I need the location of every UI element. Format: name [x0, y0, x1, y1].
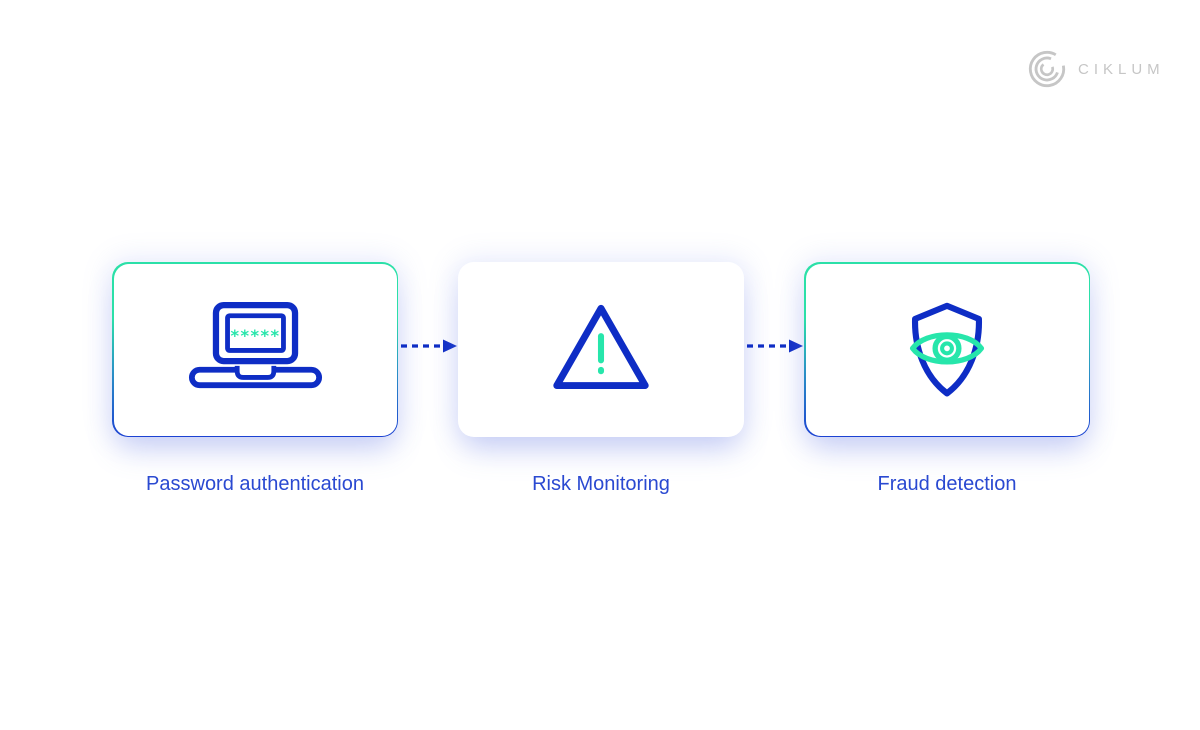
step-label-fraud-detection: Fraud detection: [877, 473, 1017, 495]
step-label-risk-monitoring: Risk Monitoring: [532, 473, 670, 495]
auth-flow-diagram: ***** Password authentication Risk Monit…: [112, 262, 1090, 502]
ciklum-logo-icon: [1028, 50, 1066, 88]
card-fraud-detection: [804, 262, 1090, 437]
ciklum-logo-text: CIKLUM: [1078, 60, 1165, 78]
card-password-authentication: *****: [112, 262, 398, 437]
step-password-authentication: ***** Password authentication: [112, 262, 398, 496]
warning-triangle-icon: [553, 304, 649, 389]
ciklum-logo: CIKLUM: [1026, 48, 1165, 90]
shield-eye-icon: [909, 302, 985, 396]
flow-arrow-2: [747, 339, 803, 353]
password-asterisks-text: *****: [230, 326, 280, 345]
laptop-password-icon: *****: [188, 302, 322, 389]
step-fraud-detection: Fraud detection: [804, 262, 1090, 496]
step-risk-monitoring: Risk Monitoring: [458, 262, 744, 496]
step-label-password-authentication: Password authentication: [146, 473, 364, 495]
flow-arrow-1: [401, 339, 457, 353]
card-risk-monitoring: [458, 262, 744, 437]
